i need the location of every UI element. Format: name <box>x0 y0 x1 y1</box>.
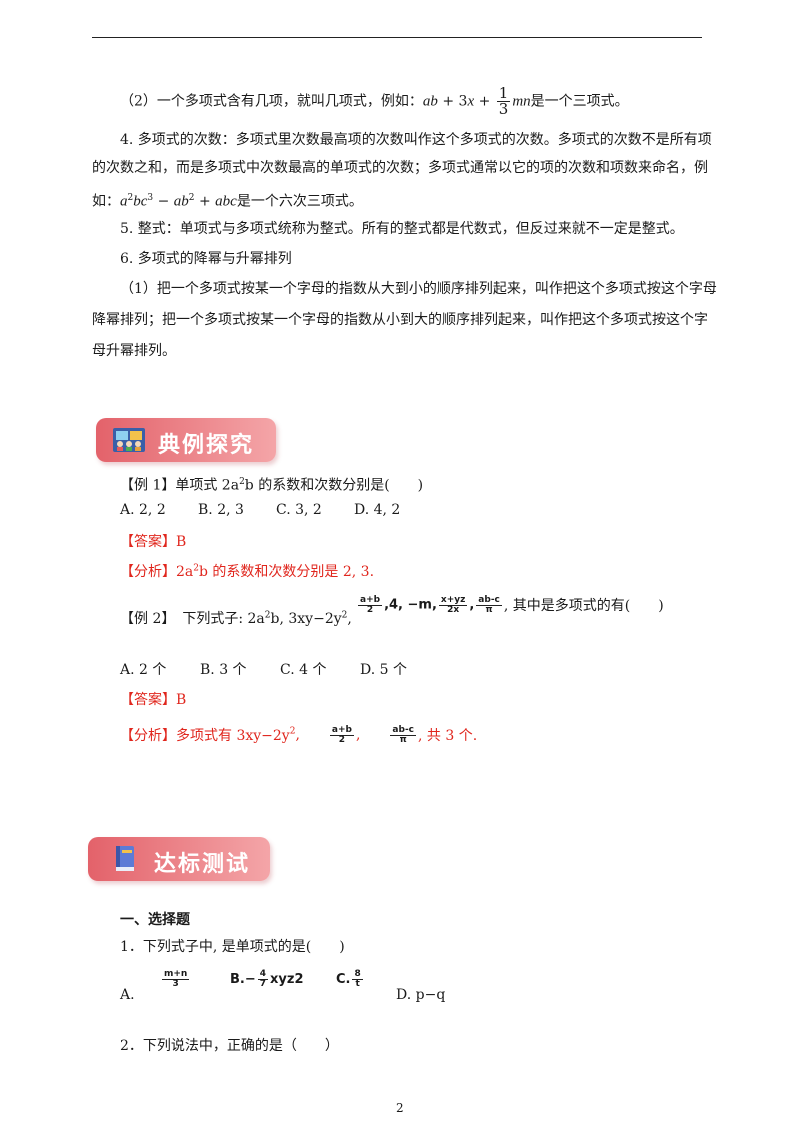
degree-para-line-3: 如：a2bc3 − ab2 + abc是一个六次三项式。 <box>92 193 363 210</box>
example-1-option-c: C. 3, 2 <box>276 502 322 518</box>
examples-banner-title: 典例探究 <box>158 433 255 458</box>
test-banner: 达标测试 <box>88 837 270 881</box>
book-icon <box>116 846 134 871</box>
polynomial-integral-para: 5. 整式：单项式与多项式统称为整式。所有的整式都是代数式，但反过来就不一定是整… <box>120 221 684 237</box>
example-1-option-a: A. 2, 2 <box>120 502 166 518</box>
test-banner-title: 达标测试 <box>154 852 251 877</box>
question-1-option-d: D. p−q <box>396 987 446 1003</box>
question-1-option-a-label: A. <box>120 987 135 1003</box>
question-2: 2．下列说法中，正确的是（ ） <box>120 1038 339 1054</box>
section-1-title: 一、选择题 <box>120 912 190 928</box>
example-1-option-d: D. 4, 2 <box>354 502 401 518</box>
ordering-para-line-2: 降幂排列；把一个多项式按某一个字母的指数从小到大的顺序排列起来，叫作把这个多项式… <box>92 312 708 328</box>
ordering-para-line-1: （1）把一个多项式按某一个字母的指数从大到小的顺序排列起来，叫作把这个多项式按这… <box>120 281 717 297</box>
example-1-option-b: B. 2, 3 <box>198 502 244 518</box>
math-ab: ab <box>422 93 438 110</box>
example-2-question: 【例 2】 下列式子: 2a2b, 3xy−2y2, <box>120 610 352 627</box>
examples-banner: 典例探究 <box>96 418 276 462</box>
example-2-option-d: D. 5 个 <box>360 662 407 678</box>
header-rule <box>92 37 702 38</box>
section-6-heading: 6. 多项式的降幂与升幂排列 <box>120 251 292 267</box>
example-2-option-c: C. 4 个 <box>280 662 327 678</box>
example-1-answer: 【答案】B <box>120 534 187 550</box>
people-presentation-icon <box>113 428 145 452</box>
page-number: 2 <box>396 1101 404 1115</box>
ordering-para-line-3: 母升幂排列。 <box>92 343 176 359</box>
degree-para-line-2: 的次数之和，而是多项式中次数最高的单项式的次数；多项式通常以它的项的次数和项数来… <box>92 160 708 176</box>
question-1: 1．下列式子中, 是单项式的是( ) <box>120 939 345 955</box>
example-2-option-a: A. 2 个 <box>120 662 167 678</box>
example-1-question: 【例 1】单项式 2a2b 的系数和次数分别是( ) <box>120 477 424 494</box>
degree-para-line-1: 4. 多项式的次数：多项式里次数最高项的次数叫作这个多项式的次数。多项式的次数不… <box>120 132 712 148</box>
example-2-option-b: B. 3 个 <box>200 662 247 678</box>
example-2-answer: 【答案】B <box>120 692 187 708</box>
example-1-analysis: 【分析】2a2b 的系数和次数分别是 2, 3. <box>120 563 375 580</box>
